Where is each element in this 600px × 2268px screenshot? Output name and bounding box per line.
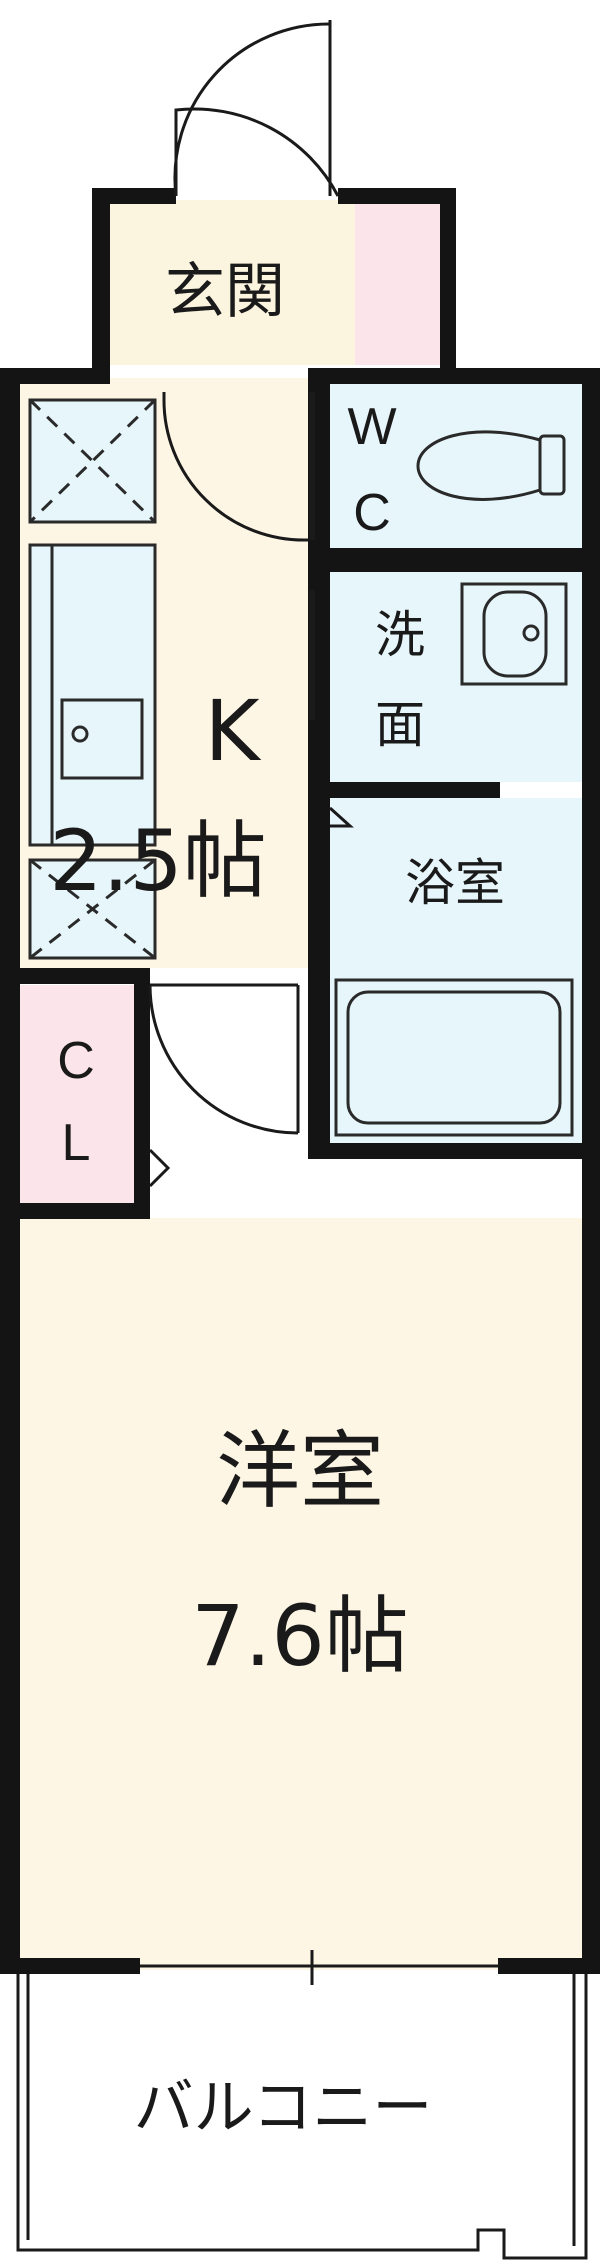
closet-top-wall — [18, 968, 148, 984]
interior-doors — [148, 392, 354, 1188]
wash-door-mark — [328, 806, 354, 828]
wc-wash-wall — [330, 548, 582, 572]
western-room-area — [18, 1218, 582, 1970]
entrance-label: 玄関 — [165, 257, 285, 327]
closet-label-c: C — [57, 1032, 95, 1090]
entrance-wall-left — [92, 188, 110, 378]
kitchen-counter — [28, 543, 157, 847]
wash-basin-icon — [460, 582, 568, 686]
closet-bottom-wall — [18, 1203, 150, 1219]
wc-label-c: C — [353, 484, 391, 542]
wc-label-w: W — [347, 398, 396, 456]
wash-bath-wall — [330, 782, 500, 798]
room-door-swing — [148, 984, 299, 1135]
wall-top-left — [0, 368, 110, 384]
wall-right — [582, 368, 600, 1973]
bathroom-label: 浴室 — [405, 854, 505, 912]
western-room-name: 洋室 — [216, 1422, 384, 1520]
closet-label-l: L — [62, 1114, 91, 1172]
wall-left — [0, 368, 20, 1973]
washroom-label-2: 面 — [375, 696, 425, 754]
closet-right-wall — [134, 968, 150, 1218]
kitchen-size: 2.5帖 — [49, 812, 267, 910]
bath-bottom-wall — [308, 1143, 600, 1159]
closet-door-mark — [148, 1148, 171, 1188]
balcony-outline — [16, 1950, 588, 2260]
kitchen-name: K — [204, 682, 261, 780]
fixtures — [28, 398, 574, 1137]
toilet-icon — [416, 430, 566, 501]
washroom-label-1: 洗 — [375, 606, 425, 664]
entrance-area — [95, 200, 355, 365]
wall-top-right — [310, 368, 600, 384]
balcony-area — [18, 1985, 582, 2255]
entrance-accent — [355, 200, 440, 365]
kitchen-door-swing — [162, 397, 309, 542]
walls — [0, 188, 600, 1974]
entrance-wall-right — [440, 188, 456, 378]
bathtub-icon — [334, 978, 574, 1137]
entrance-wall-top-left — [92, 188, 176, 204]
wall-bottom-left — [0, 1958, 140, 1974]
balcony-label: バルコニー — [134, 2073, 433, 2143]
kitchen-bath-wall — [308, 368, 330, 1158]
closet-area — [18, 985, 136, 1203]
wall-bottom-right — [498, 1958, 600, 1974]
western-room-size: 7.6帖 — [191, 1587, 409, 1685]
entrance-wall-top-right — [338, 188, 456, 204]
front-door-swing — [173, 20, 340, 197]
